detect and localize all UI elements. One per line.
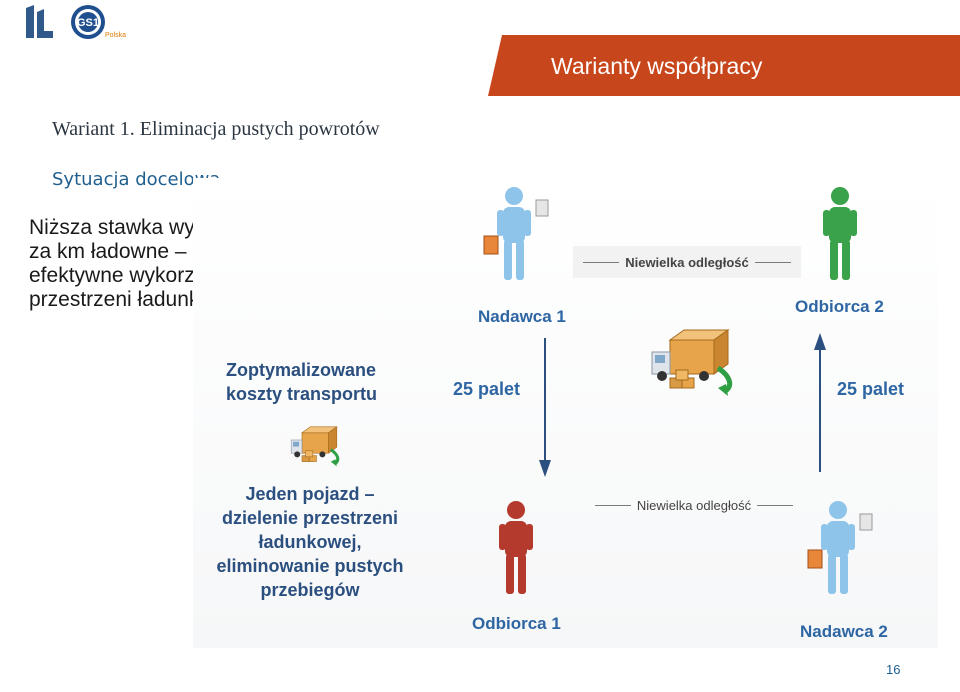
header-band: [488, 35, 960, 96]
distance-line: [757, 504, 794, 506]
nadawca2-label: Nadawca 2: [800, 622, 888, 641]
distance-bottom: Niewielka odległość: [585, 493, 803, 517]
page-number: 16: [886, 662, 901, 677]
nadawca2-person-icon: [807, 501, 873, 594]
odbiorca1-person-icon: [499, 501, 533, 594]
distance-line: [594, 504, 631, 506]
distance-top-label: Niewielka odległość: [625, 254, 749, 270]
distance-line: [583, 261, 620, 263]
one-vehicle-line: eliminowanie pustych: [216, 556, 404, 576]
pallets-left-label: 25 palet: [453, 379, 521, 399]
down-arrow-icon: [539, 338, 551, 477]
one-vehicle-text: Jeden pojazd – dzielenie przestrzeni ład…: [196, 482, 424, 602]
body-line: przestrzeni ładunkowej: [29, 288, 243, 311]
gs1-logo-text: GS1: [77, 17, 99, 29]
small-truck-icon: [289, 425, 340, 468]
optimized-costs-line: Zoptymalizowane: [226, 360, 377, 380]
one-vehicle-line: przebiegów: [260, 580, 360, 600]
truck-icon: [652, 330, 730, 396]
one-vehicle-line: ładunkowej,: [258, 532, 362, 552]
gs1-logo-sub: Polska: [105, 32, 126, 39]
il-logo-icon: [26, 5, 53, 38]
distance-line: [754, 261, 791, 263]
header-title: Warianty współpracy: [551, 53, 763, 79]
odbiorca2-label: Odbiorca 2: [795, 297, 884, 316]
odbiorca1-label: Odbiorca 1: [472, 614, 561, 633]
distance-top: Niewielka odległość: [573, 246, 801, 278]
gs1-logo: GS1 Polska: [71, 5, 126, 39]
pallets-right-label: 25 palet: [837, 379, 905, 399]
body-line: za km ładowne –: [29, 240, 187, 263]
distance-bottom-label: Niewielka odległość: [636, 497, 752, 513]
optimized-costs-text: Zoptymalizowane koszty transportu: [226, 358, 416, 406]
nadawca1-person-icon: [483, 187, 549, 280]
up-arrow-icon: [814, 333, 826, 472]
one-vehicle-line: dzielenie przestrzeni: [221, 508, 399, 528]
odbiorca2-person-icon: [823, 187, 857, 280]
nadawca1-label: Nadawca 1: [478, 307, 566, 326]
slide-subtitle: Wariant 1. Eliminacja pustych powrotów: [52, 118, 380, 140]
diagram-panel: [193, 178, 938, 648]
one-vehicle-line: Jeden pojazd –: [245, 484, 375, 504]
section-label: Sytuacja docelowa: [52, 169, 221, 190]
optimized-costs-line: koszty transportu: [226, 384, 378, 404]
